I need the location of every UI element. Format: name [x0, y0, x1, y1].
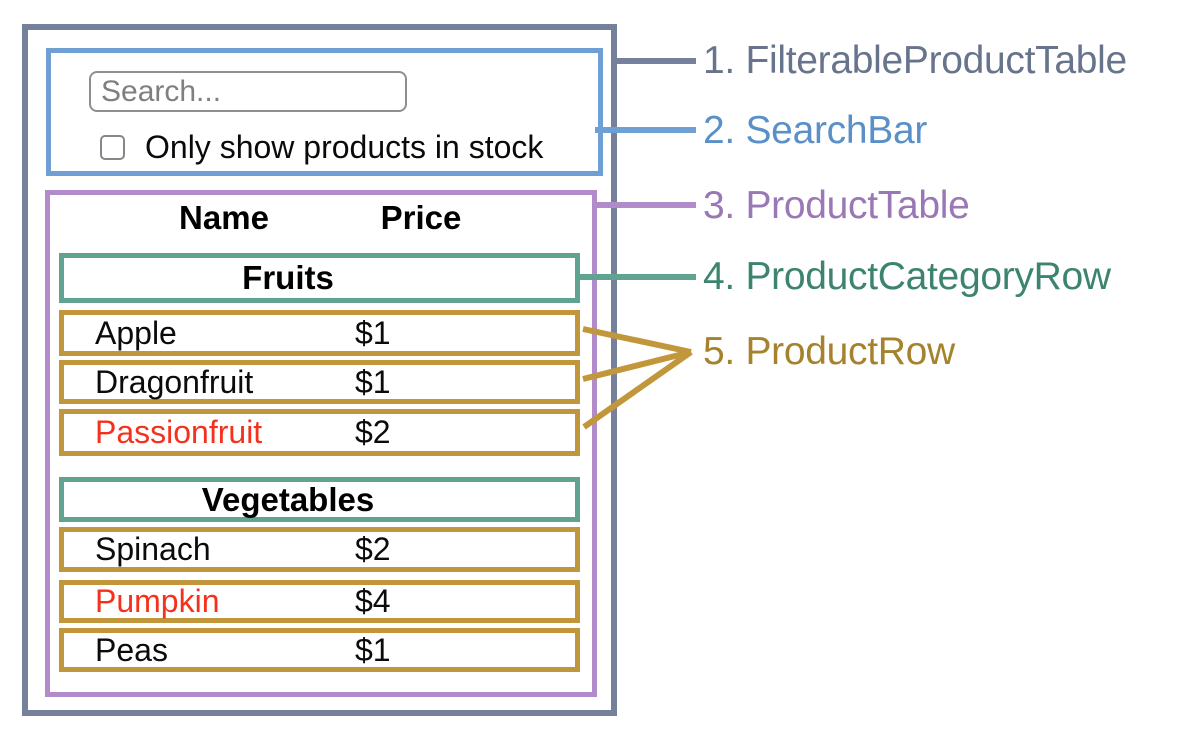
- legend-search-bar: 2. SearchBar: [703, 109, 928, 152]
- product-name: Passionfruit: [95, 414, 263, 450]
- in-stock-checkbox-label: Only show products in stock: [145, 129, 544, 165]
- product-name: Pumpkin: [95, 583, 220, 619]
- product-name: Spinach: [95, 531, 211, 567]
- product-price: $4: [355, 583, 391, 619]
- search-input[interactable]: [89, 71, 407, 112]
- product-row-pumpkin: Pumpkin $4: [59, 580, 580, 623]
- category-label: Vegetables: [201, 480, 375, 518]
- product-price: $1: [355, 363, 391, 400]
- legend-product-category-row: 4. ProductCategoryRow: [703, 255, 1111, 298]
- product-price: $2: [355, 531, 391, 567]
- product-name: Peas: [95, 631, 168, 668]
- column-header-name: Name: [179, 199, 269, 236]
- legend-product-row: 5. ProductRow: [703, 330, 955, 373]
- category-row-fruits: Fruits: [59, 253, 580, 303]
- product-row-spinach: Spinach $2: [59, 527, 580, 572]
- legend-filterable-product-table: 1. FilterableProductTable: [703, 39, 1127, 82]
- category-label: Fruits: [242, 259, 334, 296]
- search-bar-box: [46, 48, 603, 176]
- column-header-price: Price: [380, 199, 462, 236]
- category-row-vegetables: Vegetables: [59, 477, 580, 522]
- product-name: Dragonfruit: [95, 363, 254, 400]
- product-row-peas: Peas $1: [59, 628, 580, 672]
- product-row-passionfruit: Passionfruit $2: [59, 409, 580, 456]
- product-name: Apple: [95, 314, 177, 351]
- in-stock-filter-row: Only show products in stock: [100, 129, 544, 165]
- product-row-apple: Apple $1: [59, 310, 580, 356]
- product-price: $1: [355, 631, 391, 668]
- product-price: $1: [355, 314, 391, 351]
- legend-product-table: 3. ProductTable: [703, 184, 970, 227]
- product-row-dragonfruit: Dragonfruit $1: [59, 360, 580, 404]
- product-price: $2: [355, 414, 391, 450]
- in-stock-checkbox[interactable]: [100, 135, 125, 160]
